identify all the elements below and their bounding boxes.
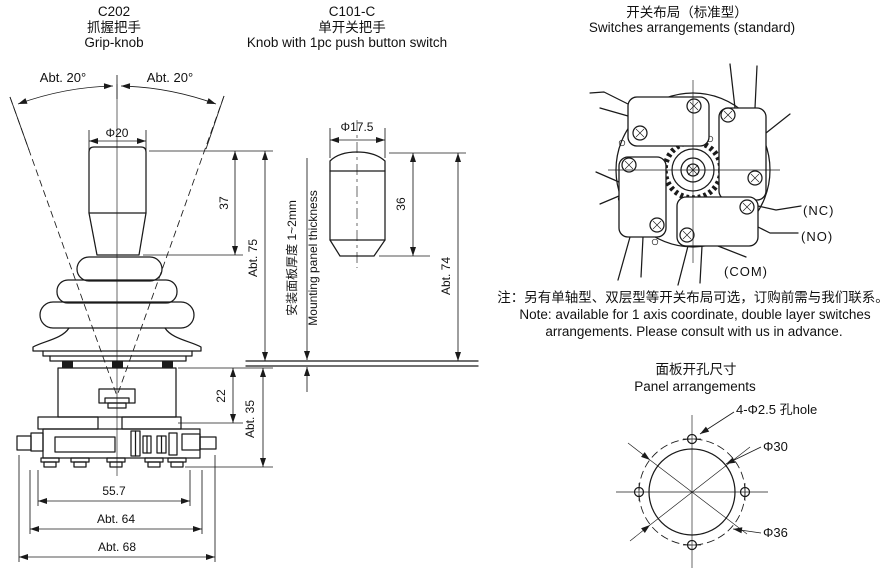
base-body <box>57 367 177 418</box>
dim-width-mid: Abt. 64 <box>97 512 135 526</box>
no-terminal <box>757 226 799 234</box>
note-en-line1: Note: available for 1 axis coordinate, d… <box>519 307 870 322</box>
dim-push-knob-height: 36 <box>394 197 408 211</box>
dim-knob-diameter: Φ20 <box>106 126 129 140</box>
switches-title-zh: 开关布局（标准型） <box>626 5 748 20</box>
micro-switch-left <box>618 156 667 238</box>
label-no: (NO) <box>801 229 833 244</box>
switches-title-en: Switches arrangements (standard) <box>589 20 795 35</box>
dim-width-outer: Abt. 68 <box>98 540 136 554</box>
terminal-right-inner <box>181 433 201 451</box>
push-knob-title-zh: 单开关把手 <box>318 20 386 35</box>
dim-knob-height: 37 <box>217 196 231 210</box>
solder-feet <box>40 457 187 468</box>
note-en-line2: arrangements. Please consult with us in … <box>545 324 842 339</box>
push-knob-model: C101-C <box>329 4 376 19</box>
panel-title-en: Panel arrangements <box>634 379 756 394</box>
terminal-left-inner <box>30 432 44 452</box>
terminal-pins <box>589 63 802 286</box>
nc-terminal <box>757 205 802 211</box>
bracket-left <box>37 416 99 430</box>
angle-arc-left <box>17 83 114 105</box>
callout-holes: 4-Φ2.5 孔hole <box>736 402 817 417</box>
bellows-fold-2 <box>56 279 178 304</box>
switches-arrangement-view: 开关布局（标准型） Switches arrangements (standar… <box>589 5 834 286</box>
grip-knob-view: C202 抓握把手 Grip-knob Abt. 20° Abt. 20° Φ2… <box>9 4 273 562</box>
label-com: (COM) <box>724 264 768 279</box>
dim-base-height: Abt. 35 <box>243 400 257 438</box>
panel-title-zh: 面板开孔尺寸 <box>656 362 737 377</box>
micro-switch-bottom <box>676 196 759 247</box>
note-zh: 注：另有单轴型、双层型等开关布局可选，订购前需与我们联系。 <box>497 289 883 305</box>
push-knob-title-en: Knob with 1pc push button switch <box>247 35 447 50</box>
dim-total-height: Abt. 75 <box>246 239 260 277</box>
dim-width-inner: 55.7 <box>102 484 126 498</box>
flange-nub <box>62 361 73 368</box>
grip-knob-title-en: Grip-knob <box>84 35 143 50</box>
tilt-line-left <box>9 96 118 397</box>
bellows-skirt <box>32 327 202 352</box>
push-knob-outline <box>329 151 386 257</box>
terminal-left-outer <box>16 435 32 451</box>
angle-arc-right <box>120 83 217 105</box>
bellows-fold-3 <box>39 301 195 329</box>
dim-hub-height: 22 <box>214 389 228 403</box>
note-block: 注：另有单轴型、双层型等开关布局可选，订购前需与我们联系。 Note: avai… <box>497 289 883 339</box>
flange-nub <box>112 361 123 368</box>
com-terminal <box>717 245 747 258</box>
bellows-fold-1 <box>76 256 163 282</box>
switch-screws <box>621 98 763 243</box>
angle-right-label: Abt. 20° <box>147 70 193 85</box>
mounting-note-zh: 安装面板厚度 1~2mm <box>284 200 299 316</box>
grip-knob-model: C202 <box>98 4 130 19</box>
bracket-right <box>121 416 182 430</box>
flange-nub <box>162 361 173 368</box>
terminal-right-outer <box>199 436 217 450</box>
mounting-note-en: Mounting panel thickness <box>306 190 320 325</box>
knob-outline <box>88 146 147 256</box>
push-knob-view: C101-C 单开关把手 Knob with 1pc push button s… <box>245 4 479 392</box>
panel-arrangement-view: 面板开孔尺寸 Panel arrangements 4-Φ2.5 孔hole Φ… <box>616 362 817 568</box>
label-nc: (NC) <box>803 203 834 218</box>
dim-push-total-height: Abt. 74 <box>439 257 453 295</box>
mounting-holes <box>633 433 751 551</box>
callout-d30: Φ30 <box>763 439 788 454</box>
hole-circle-30 <box>648 448 736 536</box>
angle-left-label: Abt. 20° <box>40 70 86 85</box>
micro-switch-top <box>627 96 710 147</box>
grip-knob-title-zh: 抓握把手 <box>87 20 141 35</box>
tilt-line-right <box>116 95 225 397</box>
callout-d36: Φ36 <box>763 525 788 540</box>
